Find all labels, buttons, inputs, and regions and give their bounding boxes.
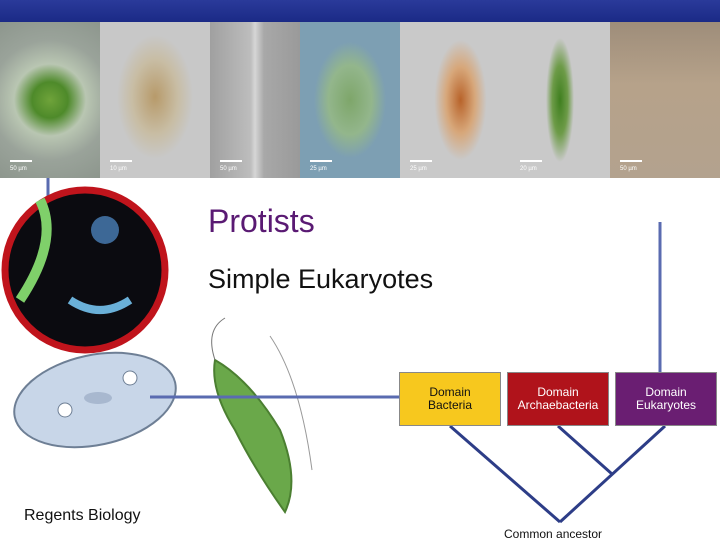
scale-label: 20 µm — [520, 166, 537, 172]
scale-label: 25 µm — [410, 166, 427, 172]
common-ancestor-label: Common ancestor — [504, 527, 603, 541]
micrograph-strip: 50 µm 10 µm 50 µm 25 µm 25 µm 20 µm 50 µ… — [0, 22, 720, 178]
scale-label: 50 µm — [620, 166, 637, 172]
footer-label: Regents Biology — [24, 507, 141, 524]
domain-eukaryotes-box: Domain Eukaryotes — [615, 372, 717, 426]
euglena-icon — [213, 358, 293, 514]
slide-subtitle: Simple Eukaryotes — [208, 264, 434, 294]
scale-label: 50 µm — [220, 166, 237, 172]
domain-bacteria-box: Domain Bacteria — [399, 372, 501, 426]
domain-name: Archaebacteria — [517, 398, 599, 412]
domain-name: Eukaryotes — [635, 398, 697, 412]
protist-micrograph-4: 25 µm — [300, 22, 400, 178]
scale-label: 25 µm — [310, 166, 327, 172]
protist-micrograph-2: 10 µm — [100, 22, 210, 178]
protist-micrograph-3: 50 µm — [210, 22, 300, 178]
domain-label: Domain — [537, 385, 579, 399]
slide-title: Protists — [208, 203, 315, 239]
domain-label: Domain — [645, 385, 687, 399]
scale-label: 10 µm — [110, 166, 127, 172]
circle-micrograph-icon — [1, 186, 169, 354]
protist-micrograph-7: 50 µm — [610, 22, 720, 178]
domain-archaebacteria-box: Domain Archaebacteria — [507, 372, 609, 426]
domain-name: Bacteria — [427, 398, 473, 412]
scale-label: 50 µm — [10, 166, 27, 172]
protist-micrograph-5: 25 µm — [400, 22, 510, 178]
protist-micrograph-1: 50 µm — [0, 22, 100, 178]
header-bar — [0, 0, 720, 22]
domain-label: Domain — [429, 385, 471, 399]
protist-micrograph-6: 20 µm — [510, 22, 610, 178]
